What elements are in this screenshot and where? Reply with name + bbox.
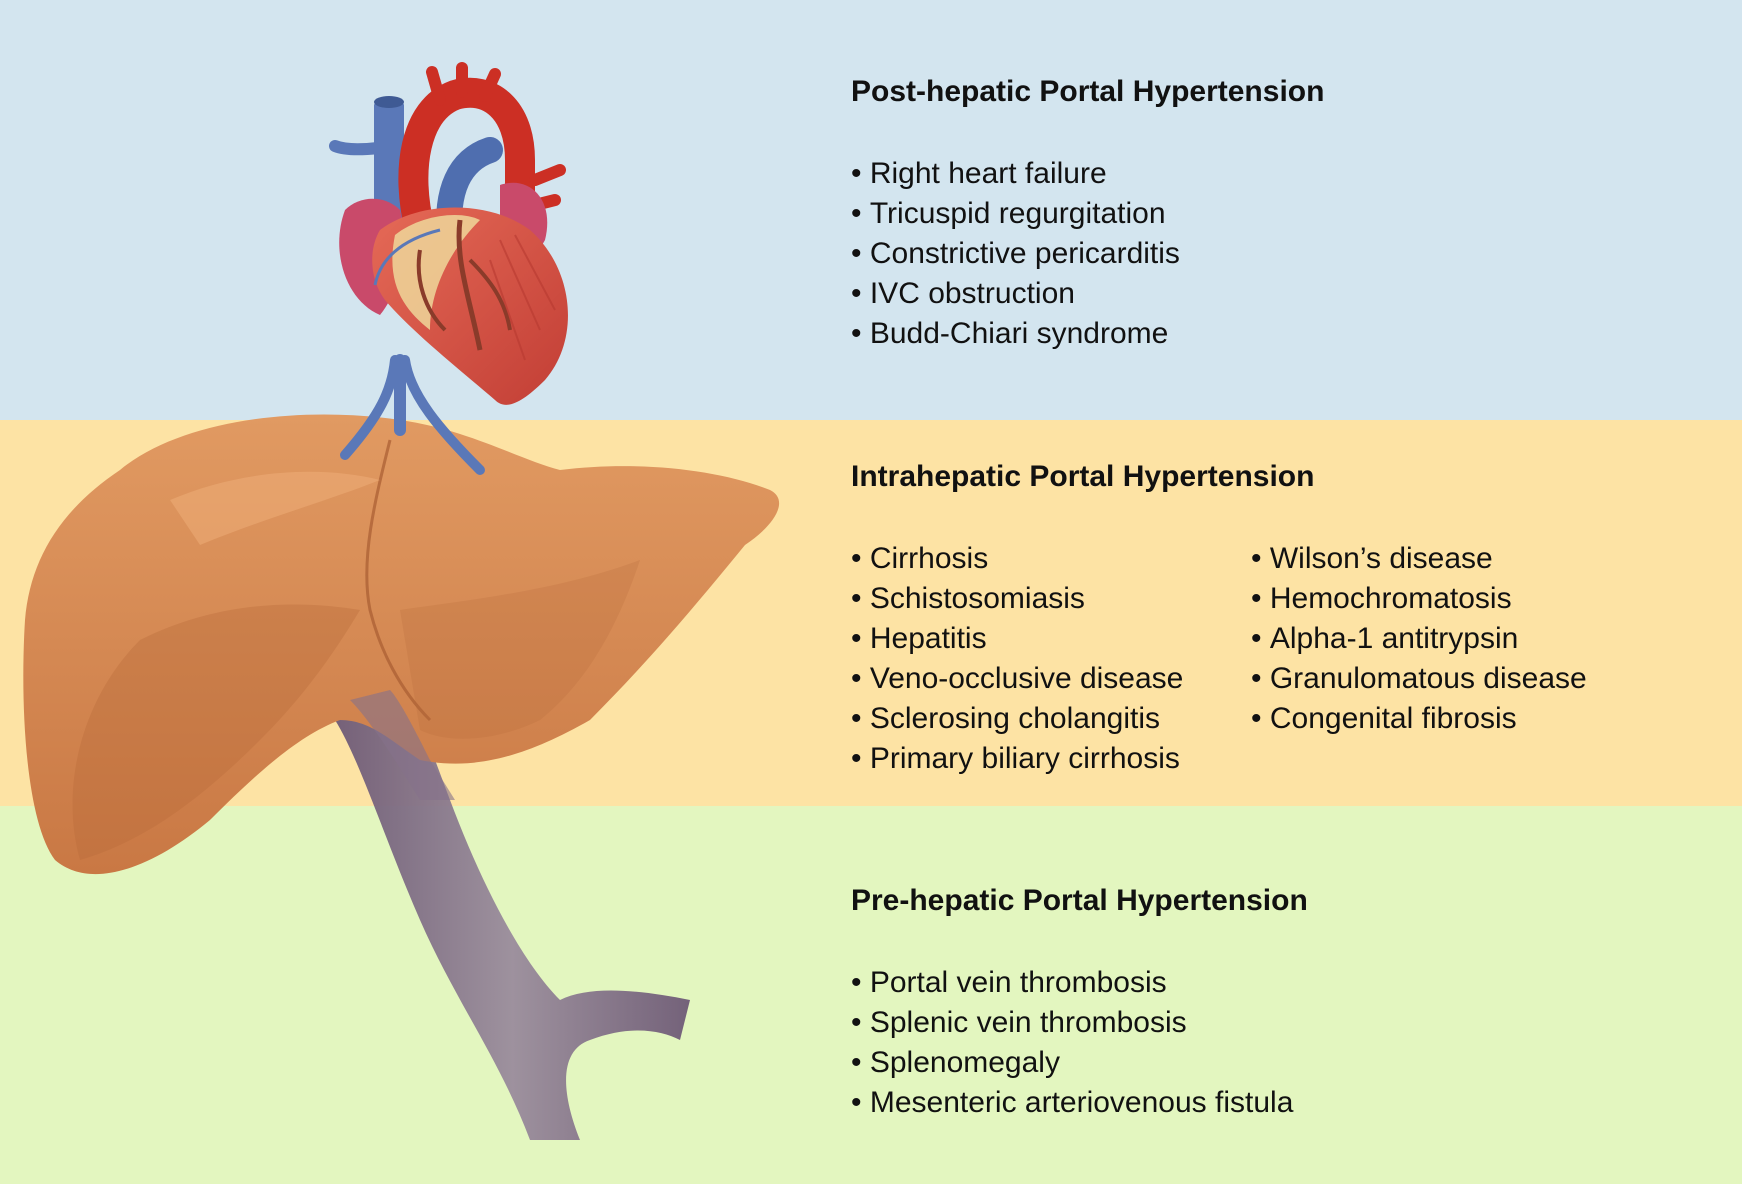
- list-item: Granulomatous disease: [1251, 659, 1587, 699]
- list-item: Primary biliary cirrhosis: [851, 739, 1251, 779]
- intrahepatic-section: Intrahepatic Portal Hypertension Cirrhos…: [851, 459, 1587, 779]
- list-item: Alpha-1 antitrypsin: [1251, 619, 1587, 659]
- list-item: Splenic vein thrombosis: [851, 1003, 1308, 1043]
- list-item: Veno-occlusive disease: [851, 659, 1251, 699]
- list-item: Portal vein thrombosis: [851, 963, 1308, 1003]
- list-item: Hemochromatosis: [1251, 579, 1587, 619]
- list-item: Constrictive pericarditis: [851, 234, 1324, 274]
- list-item: IVC obstruction: [851, 274, 1324, 314]
- portal-vein-illustration: [335, 690, 690, 1140]
- post-hepatic-title: Post-hepatic Portal Hypertension: [851, 75, 1325, 108]
- liver-illustration: [23, 414, 780, 875]
- intrahepatic-columns: Cirrhosis Schistosomiasis Hepatitis Veno…: [851, 539, 1587, 779]
- post-hepatic-list: Right heart failure Tricuspid regurgitat…: [851, 154, 1324, 354]
- list-item: Hepatitis: [851, 619, 1251, 659]
- intrahepatic-list-right: Wilson’s disease Hemochromatosis Alpha-1…: [1251, 539, 1587, 779]
- list-item: Cirrhosis: [851, 539, 1251, 579]
- list-item: Congenital fibrosis: [1251, 699, 1587, 739]
- post-hepatic-section: Post-hepatic Portal Hypertension Right h…: [851, 74, 1324, 354]
- heart-illustration: [329, 62, 568, 475]
- pre-hepatic-title: Pre-hepatic Portal Hypertension: [851, 884, 1308, 917]
- list-item: Mesenteric arteriovenous fistula: [851, 1083, 1308, 1123]
- list-item: Sclerosing cholangitis: [851, 699, 1251, 739]
- pre-hepatic-list: Portal vein thrombosis Splenic vein thro…: [851, 963, 1308, 1123]
- list-item: Schistosomiasis: [851, 579, 1251, 619]
- list-item: Tricuspid regurgitation: [851, 194, 1324, 234]
- intrahepatic-list-left: Cirrhosis Schistosomiasis Hepatitis Veno…: [851, 539, 1251, 779]
- intrahepatic-title: Intrahepatic Portal Hypertension: [851, 460, 1315, 493]
- pre-hepatic-section: Pre-hepatic Portal Hypertension Portal v…: [851, 883, 1308, 1123]
- list-item: Right heart failure: [851, 154, 1324, 194]
- list-item: Budd-Chiari syndrome: [851, 314, 1324, 354]
- list-item: Splenomegaly: [851, 1043, 1308, 1083]
- list-item: Wilson’s disease: [1251, 539, 1587, 579]
